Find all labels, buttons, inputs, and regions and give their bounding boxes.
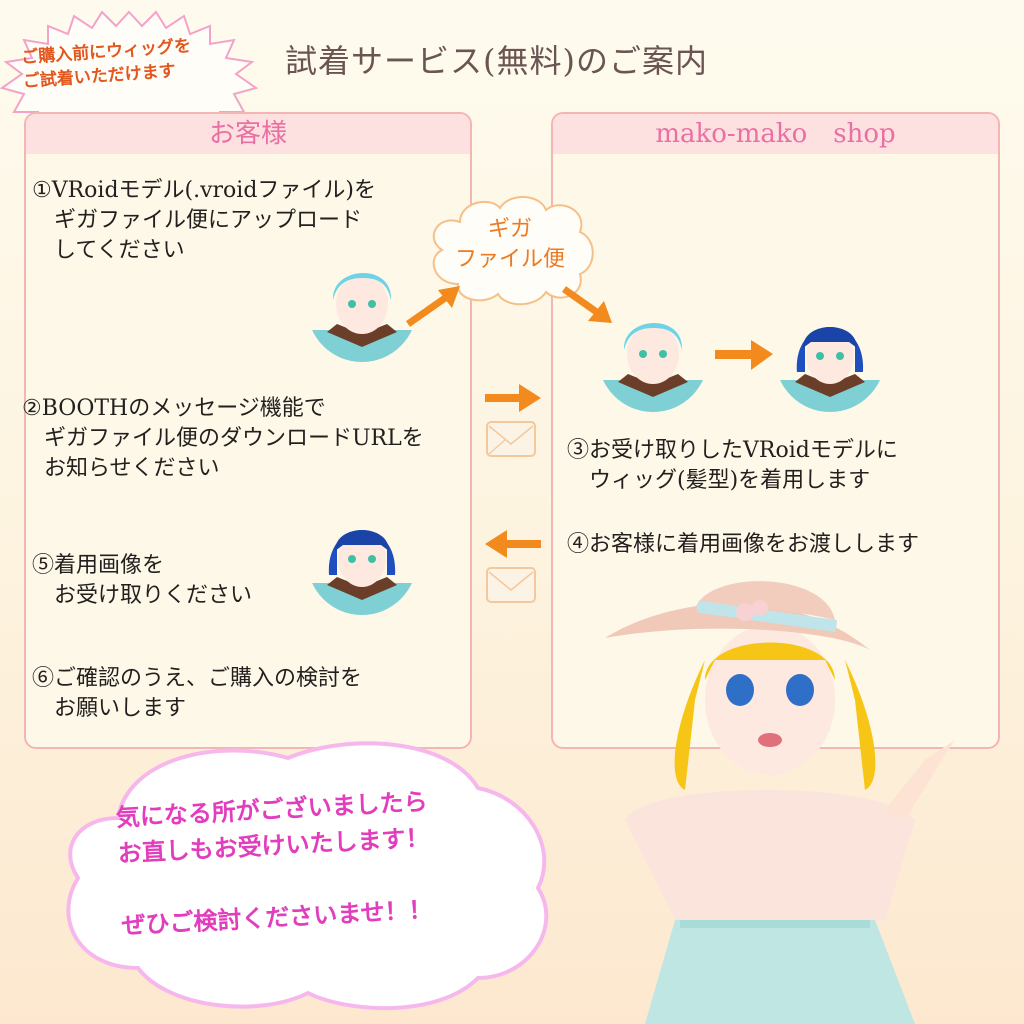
step-1-text: ①VRoidモデル(.vroidファイル)を ギガファイル便にアップロード して… (32, 178, 377, 263)
arrow-down-right-icon (561, 286, 612, 323)
step-5-text: ⑤着用画像を お受け取りください (32, 553, 253, 608)
arrow-up-right-icon (405, 286, 460, 327)
bubble-message: 気になる所がございましたら お直しもお受けいたします！ ぜひご検討くださいませ！… (115, 786, 434, 940)
step-4-text: ④お客様に着用画像をお渡しします (567, 532, 920, 557)
speech-bubble-cloud (66, 741, 549, 1011)
gigafile-label: ギガ ファイル便 (454, 217, 565, 272)
page-title: 試着サービス(無料)のご案内 (285, 42, 708, 80)
customer-panel-title: お客様 (26, 114, 470, 154)
arrow-left-icon (485, 530, 541, 558)
step-6-text: ⑥ご確認のうえ、ご購入の検討を お願いします (32, 666, 363, 721)
avatar-dark-blue-hair (307, 530, 417, 615)
envelope-icon (486, 567, 536, 603)
arrow-right-icon (485, 384, 541, 412)
customer-panel: お客様 (24, 112, 472, 749)
arrow-right-icon (715, 340, 773, 370)
avatar-light-blue-hair (598, 322, 708, 412)
envelope-icon (486, 421, 536, 457)
character-illustration (605, 581, 955, 1024)
avatar-light-blue-hair (307, 272, 417, 362)
step-3-text: ③お受け取りしたVRoidモデルに ウィッグ(髪型)を着用します (567, 438, 898, 493)
step-2-text: ②BOOTHのメッセージ機能で ギガファイル便のダウンロードURLを お知らせく… (22, 396, 424, 481)
avatar-dark-blue-hair (775, 327, 885, 412)
shop-panel-title: mako-mako shop (553, 114, 998, 154)
